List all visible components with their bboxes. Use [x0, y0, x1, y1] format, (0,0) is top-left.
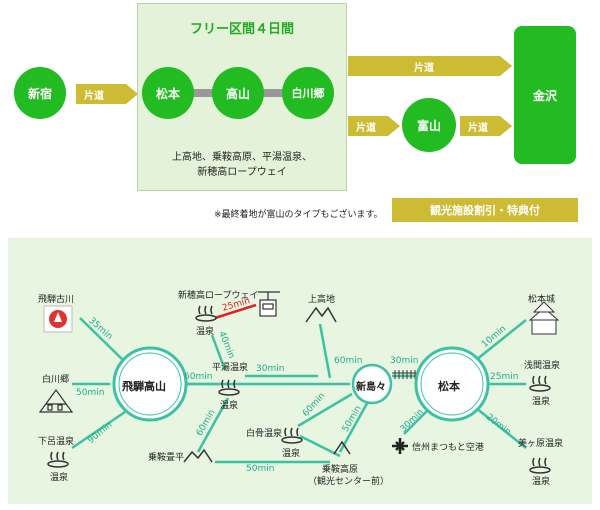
onsen-icon-shirahone	[281, 427, 303, 444]
mountain-icon-kamikochi	[305, 306, 337, 323]
arrow-shinjuku-matsumoto: 片道	[76, 84, 138, 104]
route-shinshimashima-norikura	[338, 397, 372, 453]
time-kamikochi-shinshimashima: 60min	[334, 356, 363, 366]
areas-line-2: 新穂高ロープウェイ	[197, 167, 287, 178]
mountain-icon-norikura	[333, 440, 351, 455]
gassho-house-icon	[38, 388, 74, 413]
route-shirahone-norikura	[299, 434, 341, 458]
time-hirayu-kamikochi: 30min	[256, 364, 285, 374]
oneway-label: 片道	[356, 122, 376, 134]
arrow-to-kanazawa: 片道	[348, 56, 512, 76]
station-matsumoto: 松本	[142, 67, 194, 119]
label-norikuradaira: 乗鞍畳平	[148, 453, 185, 463]
mountain-icon-norikuradaira	[183, 448, 213, 463]
label-matsumoto-castle: 松本城	[528, 295, 556, 305]
label-hirayu-onsen: 温泉	[220, 401, 239, 411]
label-asama: 浅間温泉	[524, 361, 561, 371]
station-shirakawago: 白川郷	[282, 67, 334, 119]
route-shinshimashima-shirahone	[297, 392, 353, 428]
time-shinshimashima-matsumoto: 30min	[390, 356, 419, 366]
oneway-label: 片道	[468, 122, 488, 134]
label-gero-onsen: 温泉	[50, 473, 69, 483]
label-hida-takayama: 飛騨高山	[122, 380, 166, 393]
railway-hatch	[392, 370, 418, 379]
onsen-icon-utsukushigahara	[529, 457, 551, 474]
label-airport: 信州まつもと空港	[412, 443, 484, 453]
label-matsumoto: 松本	[438, 380, 460, 393]
hub-matsumoto-ring	[420, 352, 484, 416]
note-text: ※最終着地が富山のタイプもございます。	[214, 210, 383, 220]
time-shirakawago: 50min	[76, 388, 105, 398]
label-utsukushigahara: 美ヶ原温泉	[518, 439, 564, 449]
label-hirayu: 平湯温泉	[212, 363, 249, 373]
label-asama-onsen: 温泉	[532, 397, 551, 407]
map-panel	[8, 238, 592, 504]
oneway-label: 片道	[84, 90, 104, 102]
label-kamikochi: 上高地	[308, 295, 336, 305]
free-zone-title: フリー区間４日間	[189, 22, 294, 37]
route-kamikochi-shinshimashima	[318, 323, 332, 379]
airplane-icon	[392, 438, 408, 454]
time-norikuradaira-norikura: 50min	[246, 464, 275, 474]
hub-hida-takayama	[112, 346, 188, 422]
station-toyama: 富山	[402, 98, 456, 152]
route-matsumoto-airport	[403, 407, 431, 435]
discount-badge: 観光施設割引・特典付	[392, 198, 578, 222]
label-utsukushigahara-onsen: 温泉	[532, 477, 551, 487]
time-matsumoto-asama: 25min	[490, 372, 519, 382]
route-gero-takayama	[71, 410, 126, 450]
arrow-to-toyama: 片道	[348, 116, 400, 136]
route-hirayu-norikuradaira	[196, 397, 230, 453]
onsen-icon-shinhotaka	[195, 305, 217, 322]
label-norikura-kogen-2: （観光センター前）	[308, 477, 390, 487]
station-shinjuku: 新宿	[14, 67, 66, 119]
oneway-label: 片道	[414, 62, 434, 74]
label-shirakawago: 白川郷	[42, 375, 70, 385]
ropeway-line	[214, 303, 257, 320]
label-shinhotaka: 新穂高ロープウェイ	[178, 291, 259, 301]
onsen-icon-gero	[47, 451, 69, 468]
label-shirahone: 白骨温泉	[246, 429, 283, 439]
label-gero: 下呂温泉	[38, 437, 75, 447]
hub-matsumoto	[414, 346, 490, 422]
label-hida-furukawa: 飛騨古川	[38, 295, 75, 305]
label-norikura-kogen-1: 乗鞍高原	[322, 465, 359, 475]
label-shinhotaka-onsen: 温泉	[196, 327, 215, 337]
route-hirayu-shinhotaka	[210, 334, 227, 371]
gondola-icon	[258, 291, 280, 317]
station-takayama: 高山	[212, 67, 264, 119]
route-matsumoto-utsukushigahara	[475, 407, 527, 449]
label-shirahone-onsen: 温泉	[282, 449, 301, 459]
time-takayama-hirayu: 60min	[184, 372, 213, 382]
hub-shinshimashima	[351, 363, 393, 405]
areas-line-1: 上高地、乗鞍高原、平湯温泉、	[172, 152, 312, 163]
route-furukawa-takayama	[79, 317, 126, 363]
hub-hida-takayama-ring	[118, 352, 182, 416]
castle-icon	[528, 301, 560, 335]
onsen-icon-hirayu	[218, 379, 240, 396]
route-matsumoto-castle	[475, 319, 527, 361]
station-kanazawa: 金沢	[514, 26, 576, 164]
arrow-toyama-kanazawa: 片道	[460, 116, 512, 136]
label-shinshimashima: 新島々	[356, 382, 386, 393]
onsen-icon-asama	[529, 375, 551, 392]
